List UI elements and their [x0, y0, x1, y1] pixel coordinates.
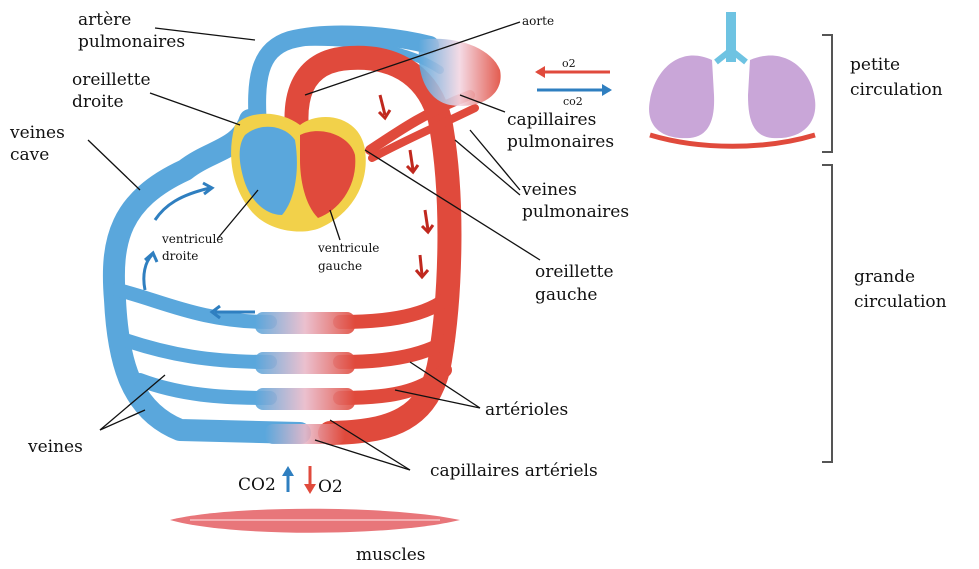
muscle-illustration: [170, 509, 460, 533]
gas-exchange-bottom: [282, 466, 316, 494]
label-veines: veines: [27, 437, 83, 457]
label-muscles: muscles: [356, 545, 426, 565]
label-oreillette-gauche-1: oreillette: [535, 262, 614, 282]
label-capillaires-pulm-2: pulmonaires: [507, 132, 614, 152]
label-capillaires-pulm-1: capillaires: [507, 110, 596, 130]
label-oreillette-droite-2: droite: [72, 92, 124, 112]
label-veines-pulm-1: veines: [521, 180, 577, 200]
label-ventricule-droite-1: ventricule: [161, 232, 223, 246]
label-co2-top: co2: [563, 95, 583, 108]
label-veines-pulm-2: pulmonaires: [522, 202, 629, 222]
label-veines-cave-2: cave: [10, 145, 49, 165]
lungs-illustration: [649, 12, 815, 146]
gas-exchange-top: [535, 66, 612, 96]
label-petite-1: petite: [850, 55, 900, 75]
label-oreillette-droite-1: oreillette: [72, 70, 151, 90]
heart: [231, 114, 366, 232]
label-grande-2: circulation: [854, 292, 947, 312]
label-aorte: aorte: [522, 14, 554, 28]
label-artere-1: artère: [78, 10, 131, 30]
label-ventricule-droite-2: droite: [162, 249, 198, 263]
label-artere-2: pulmonaires: [78, 32, 185, 52]
label-o2-bottom: O2: [318, 477, 343, 497]
brackets: [822, 35, 832, 462]
label-oreillette-gauche-2: gauche: [535, 285, 598, 305]
label-veines-cave-1: veines: [9, 123, 65, 143]
label-petite-2: circulation: [850, 80, 943, 100]
label-grande-1: grande: [854, 267, 915, 287]
label-ventricule-gauche-2: gauche: [318, 259, 362, 273]
label-o2-top: o2: [562, 57, 576, 70]
label-co2-bottom: CO2: [238, 475, 276, 495]
label-arterioles: artérioles: [485, 400, 568, 420]
label-capillaires-arteriels: capillaires artériels: [430, 461, 598, 481]
label-ventricule-gauche-1: ventricule: [317, 241, 379, 255]
